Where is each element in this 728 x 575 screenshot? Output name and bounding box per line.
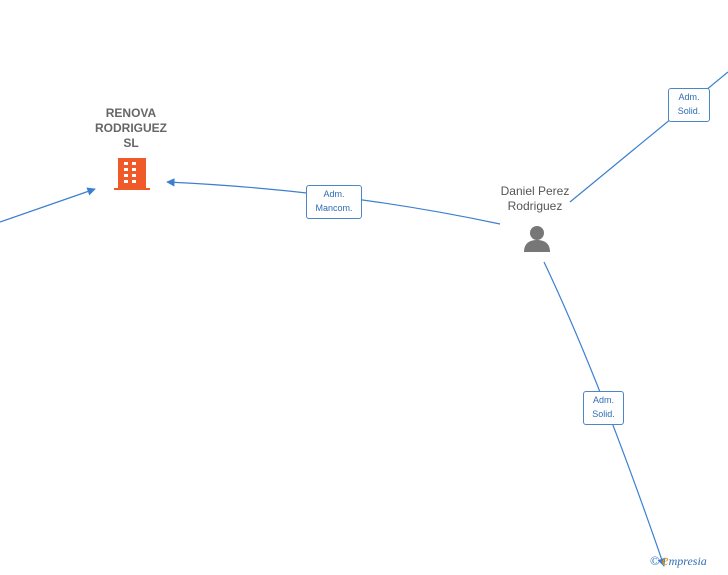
edge-label-adm-mancom[interactable]: Adm. Mancom.: [306, 185, 362, 219]
edge-label-adm-solid-bottom[interactable]: Adm. Solid.: [583, 391, 624, 425]
brand-rest: mpresia: [668, 554, 707, 568]
empresia-watermark: ©empresia: [650, 553, 707, 570]
copyright-icon: ©: [650, 553, 660, 568]
brand-initial: e: [661, 553, 669, 569]
person-icon: [524, 226, 550, 252]
edge-left-to-company: [0, 187, 96, 223]
edge-label-adm-solid-top[interactable]: Adm. Solid.: [668, 88, 710, 122]
person-name[interactable]: Daniel Perez Rodriguez: [500, 184, 570, 213]
company-name[interactable]: RENOVA RODRIGUEZ SL: [95, 106, 167, 150]
building-icon: [114, 158, 150, 190]
